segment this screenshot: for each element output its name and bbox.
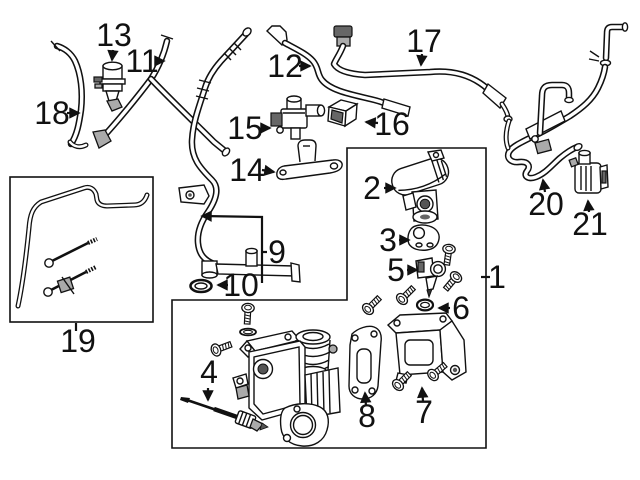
- connector-16: [327, 99, 359, 128]
- hose-clamp-20: [534, 138, 553, 155]
- parts-group-box-1: [171, 147, 487, 449]
- callout-8: 8: [358, 391, 376, 434]
- callout-19-label: 19: [60, 323, 96, 359]
- evap-pipe-9: [178, 27, 301, 283]
- callout-4-label: 4: [200, 354, 218, 390]
- callout-13-label: 13: [96, 17, 132, 53]
- hose-right-assembly: [503, 22, 629, 182]
- hose-18: [50, 40, 89, 150]
- cable-19c: [43, 265, 97, 297]
- callout-12-label: 12: [267, 48, 303, 84]
- bolt: [240, 302, 256, 325]
- egr-valve-2: [391, 149, 450, 224]
- hose-11: [92, 34, 231, 157]
- callout-21-label: 21: [572, 206, 608, 242]
- callout-15: 15: [227, 110, 272, 146]
- callout-9: 9: [200, 210, 286, 283]
- washer: [239, 327, 257, 337]
- callout-5-label: 5: [387, 252, 405, 288]
- o-ring-6: [415, 298, 435, 312]
- gasket-8: [348, 325, 382, 400]
- callout-7-label: 7: [415, 394, 433, 430]
- purge-valve-13: [93, 61, 126, 112]
- callout-12: 12: [267, 48, 312, 84]
- hose-17-sleeve: [482, 82, 507, 110]
- callout-20: 20: [528, 178, 564, 222]
- hose-17: [330, 25, 513, 123]
- callout-6: 6: [437, 290, 470, 326]
- bolt: [359, 292, 385, 318]
- hose-12-sleeve: [381, 98, 411, 117]
- egr-cooler-body: [232, 329, 341, 447]
- sensor-rod-4: [180, 397, 269, 432]
- callout-17: 17: [406, 23, 442, 67]
- solenoid-connector: [270, 112, 283, 127]
- bracket-7: [386, 312, 467, 384]
- callout-20-label: 20: [528, 186, 564, 222]
- callout-21: 21: [572, 199, 608, 242]
- callout-16-label: 16: [374, 106, 410, 142]
- callout-11: 11: [125, 43, 166, 79]
- callout-4: 4: [200, 354, 218, 402]
- hose-12: [265, 25, 411, 117]
- parts-group-box-19: [9, 176, 154, 323]
- tube-assembly-19: [15, 184, 150, 309]
- callout-10: 10: [216, 267, 259, 303]
- hose-17-elbow: [333, 25, 353, 38]
- callout-18: 18: [34, 95, 81, 131]
- callout-19: 19: [60, 323, 96, 359]
- callout-3-label: 3: [379, 222, 397, 258]
- solenoid-valve-15: [270, 95, 326, 140]
- gasket-3: [407, 224, 440, 251]
- callout-8-label: 8: [358, 398, 376, 434]
- callout-1-label: 1: [488, 259, 506, 295]
- callout-1: 1: [481, 259, 506, 295]
- callout-16: 16: [364, 106, 410, 142]
- callout-5: 5: [387, 252, 419, 288]
- vacuum-valve-21: [568, 149, 609, 194]
- o-ring-10: [189, 278, 213, 294]
- callout-9-label: 9: [268, 234, 286, 270]
- callout-14: 14: [229, 152, 276, 188]
- callout-11-label: 11: [125, 43, 158, 79]
- callout-17-label: 17: [406, 23, 442, 59]
- hose-11-end-fitting: [92, 129, 112, 149]
- callout-15-label: 15: [227, 110, 263, 146]
- callout-10-label: 10: [223, 267, 259, 303]
- callout-2-label: 2: [363, 170, 381, 206]
- callout-2: 2: [363, 170, 397, 206]
- valve-13-port: [93, 76, 103, 83]
- cable-19b: [44, 237, 98, 268]
- callout-18-label: 18: [34, 95, 70, 131]
- sensor-5: [415, 257, 447, 299]
- callout-3: 3: [379, 222, 411, 258]
- callout-7: 7: [415, 386, 433, 430]
- callout-14-label: 14: [229, 152, 265, 188]
- hose-clip: [588, 50, 600, 62]
- support-bracket-14: [276, 139, 343, 181]
- bolt: [439, 242, 457, 267]
- callout-6-label: 6: [452, 290, 470, 326]
- callout-13: 13: [96, 17, 132, 62]
